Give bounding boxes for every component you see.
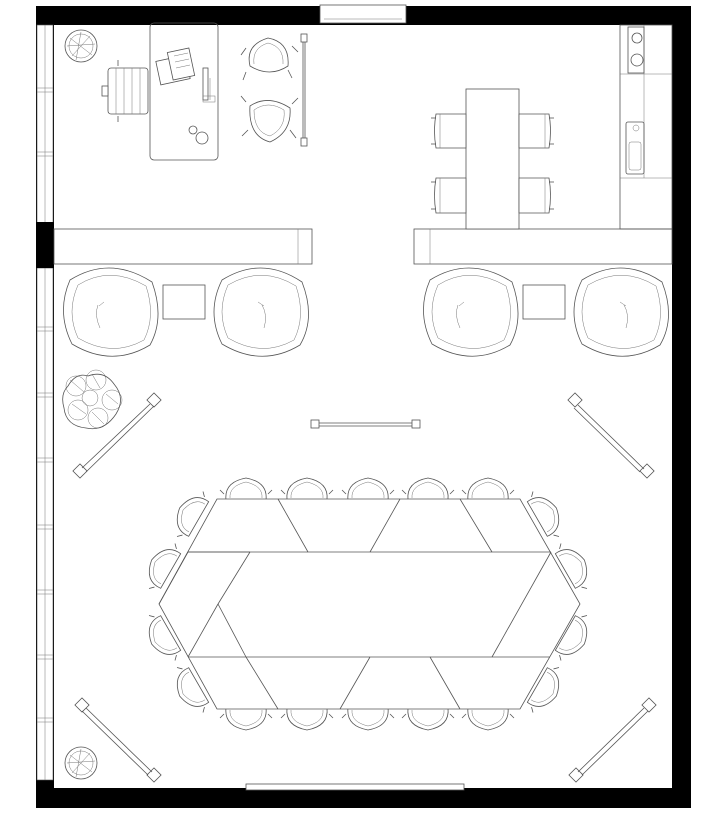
armchair[interactable] (573, 267, 669, 357)
conference-chair[interactable] (280, 707, 334, 731)
west-windows[interactable] (36, 24, 54, 781)
partition-counters (53, 228, 673, 265)
conference-chair[interactable] (552, 610, 597, 666)
conference-chair[interactable] (139, 610, 184, 666)
sink (625, 121, 645, 175)
conference-chairs[interactable] (139, 477, 598, 731)
dining-chair[interactable] (518, 177, 554, 214)
desk[interactable] (149, 22, 219, 161)
desk-lamp (188, 125, 209, 145)
conference-chair[interactable] (167, 485, 212, 541)
meeting-plant (64, 746, 98, 780)
conference-chair[interactable] (280, 477, 334, 501)
dining-table[interactable] (465, 88, 520, 230)
wall-lamp (567, 392, 655, 479)
conference-chair[interactable] (524, 662, 569, 718)
stove (627, 26, 645, 74)
wall-lamp (568, 697, 657, 783)
armchair[interactable] (213, 267, 309, 357)
conference-chair[interactable] (167, 662, 212, 718)
wall-lamp (72, 392, 162, 479)
dining-chair[interactable] (518, 113, 554, 149)
conference-chair[interactable] (341, 707, 395, 731)
drawer-unit (155, 47, 196, 86)
conference-chair[interactable] (461, 477, 515, 501)
lounge-chair[interactable] (240, 95, 299, 143)
dining-chair[interactable] (431, 113, 467, 149)
lounge-chair[interactable] (240, 37, 299, 81)
conference-chair[interactable] (401, 707, 455, 731)
potted-plant (62, 369, 123, 430)
conference-chair[interactable] (524, 485, 569, 541)
conference-chair[interactable] (401, 477, 455, 501)
north-door[interactable] (319, 4, 407, 24)
office-chair[interactable] (101, 60, 149, 122)
conference-chair[interactable] (461, 707, 515, 731)
conference-chair[interactable] (219, 707, 273, 731)
office-plant (64, 29, 98, 63)
wall-lamp (310, 419, 421, 429)
wall-lamp (74, 697, 162, 783)
south-door[interactable] (245, 783, 465, 791)
conference-chair[interactable] (341, 477, 395, 501)
conference-chair[interactable] (139, 537, 184, 593)
conference-table[interactable] (158, 498, 581, 710)
south-wall (36, 788, 691, 808)
dining-chair[interactable] (431, 177, 467, 214)
side-table (162, 284, 206, 320)
wall-lamp (300, 33, 308, 147)
conference-chair[interactable] (219, 477, 273, 501)
east-wall (672, 6, 691, 808)
armchair[interactable] (423, 267, 519, 357)
side-table (522, 284, 566, 320)
armchair[interactable] (63, 267, 159, 357)
conference-chair[interactable] (552, 537, 597, 593)
desk-monitor (202, 67, 216, 103)
